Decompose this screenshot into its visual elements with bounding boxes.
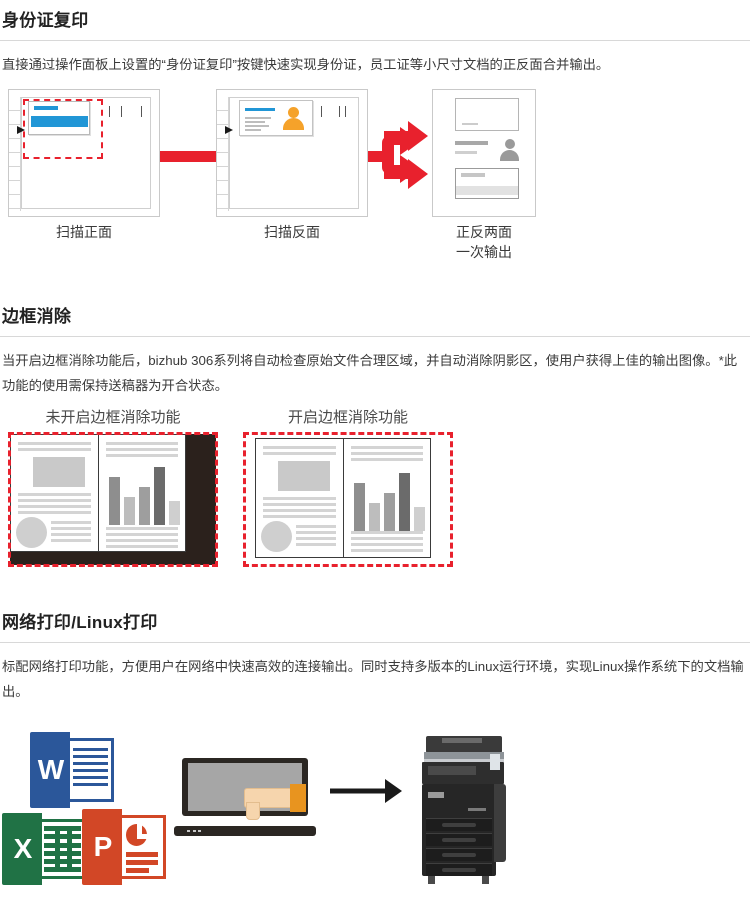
split-bracket-arrow-icon [378, 109, 432, 201]
section-body-network-print: 标配网络打印功能，方便用户在网络中快速高效的连接输出。同时支持多版本的Linux… [2, 659, 744, 699]
page-right [98, 434, 186, 552]
word-page [66, 738, 114, 802]
erase-boundary-dashed [8, 432, 218, 567]
caption-output-line1: 正反两面 [456, 224, 512, 240]
printer-side-tray [494, 784, 506, 862]
printer-caster [428, 876, 435, 884]
flow-connector-1 [160, 151, 218, 162]
section-border-erase: 边框消除 当开启边框消除功能后，bizhub 306系列将自动检查原始文件合理区… [0, 296, 750, 576]
printer-scanner-strip [424, 752, 504, 760]
erase-boundary-dashed [243, 432, 453, 567]
scanner-left-ruler [9, 97, 21, 211]
printer-caster [482, 876, 489, 884]
excel-fold [2, 813, 43, 885]
output-tray-panel [432, 89, 536, 217]
word-fold [30, 732, 71, 808]
label-erase-off: 未开启边框消除功能 [45, 409, 181, 426]
page-left [10, 434, 99, 552]
diagram-network-print-flow: W X [0, 718, 750, 898]
page-title-id-card-copy: 身份证复印 [2, 11, 89, 30]
printer-logo [428, 792, 444, 798]
section-network-print: 网络打印/Linux打印 标配网络打印功能，方便用户在网络中快速高效的连接输出。… [0, 602, 750, 898]
caption-output: 正反两面 一次输出 [424, 222, 544, 262]
page-right [343, 438, 431, 558]
powerpoint-letter: P [93, 831, 113, 862]
scan-area-marquee [23, 99, 103, 159]
output-card-top [455, 98, 519, 131]
erase-off-illustration [8, 432, 218, 567]
section-id-card-copy: 身份证复印 直接通过操作面板上设置的“身份证复印”按键快速实现身份证，员工证等小… [0, 0, 750, 279]
document-spread-on [255, 438, 431, 558]
page-left [255, 438, 344, 558]
title-divider [0, 40, 750, 41]
page-title-border-erase: 边框消除 [2, 307, 72, 326]
label-erase-on: 开启边框消除功能 [287, 409, 408, 426]
diagram-border-erase-comparison: 未开启边框消除功能 开启边框消除功能 [0, 406, 750, 576]
output-card-middle [455, 138, 519, 162]
output-card-bottom [455, 168, 519, 199]
flow-arrow-right-icon [330, 778, 402, 804]
excel-page [38, 818, 86, 880]
laptop-base [174, 825, 316, 836]
caption-scan-back: 扫描反面 [264, 224, 320, 240]
bar-chart-on [353, 469, 425, 531]
diagram-id-card-copy-flow: 扫描正面 扫描反面 正反两面 一次输出 [0, 89, 750, 279]
scanner-left-ruler [217, 97, 229, 211]
word-letter: W [37, 754, 65, 785]
document-spread-off [10, 434, 186, 552]
bar-chart-off [108, 463, 180, 525]
word-icon: W [30, 732, 114, 808]
bizhub-printer-illustration [416, 736, 512, 888]
scan-back-panel [216, 89, 368, 217]
laptop-with-hand-icon [174, 758, 316, 836]
caption-scan-front: 扫描正面 [56, 224, 112, 240]
powerpoint-fold [82, 809, 123, 885]
powerpoint-icon: P [82, 809, 166, 885]
powerpoint-page [118, 815, 166, 879]
section-body-id-card-copy: 直接通过操作面板上设置的“身份证复印”按键快速实现身份证，员工证等小尺寸文档的正… [2, 57, 610, 72]
scanner-corner-arrow-icon [225, 126, 233, 134]
title-divider [0, 642, 750, 643]
excel-letter: X [13, 833, 33, 864]
hand-cuff [290, 784, 306, 812]
scan-front-panel [8, 89, 160, 217]
caption-output-line2: 一次输出 [456, 244, 512, 260]
excel-icon: X [2, 813, 86, 885]
scanner-corner-arrow-icon [17, 126, 25, 134]
id-card-front-image [28, 101, 90, 135]
flow-connector-2 [368, 151, 390, 162]
erase-on-illustration [243, 432, 453, 567]
title-divider [0, 336, 750, 337]
hand-finger [246, 802, 260, 820]
page-title-network-print: 网络打印/Linux打印 [2, 613, 158, 632]
id-card-back-image [239, 100, 313, 136]
section-body-border-erase: 当开启边框消除功能后，bizhub 306系列将自动检查原始文件合理区域，并自动… [2, 353, 738, 393]
